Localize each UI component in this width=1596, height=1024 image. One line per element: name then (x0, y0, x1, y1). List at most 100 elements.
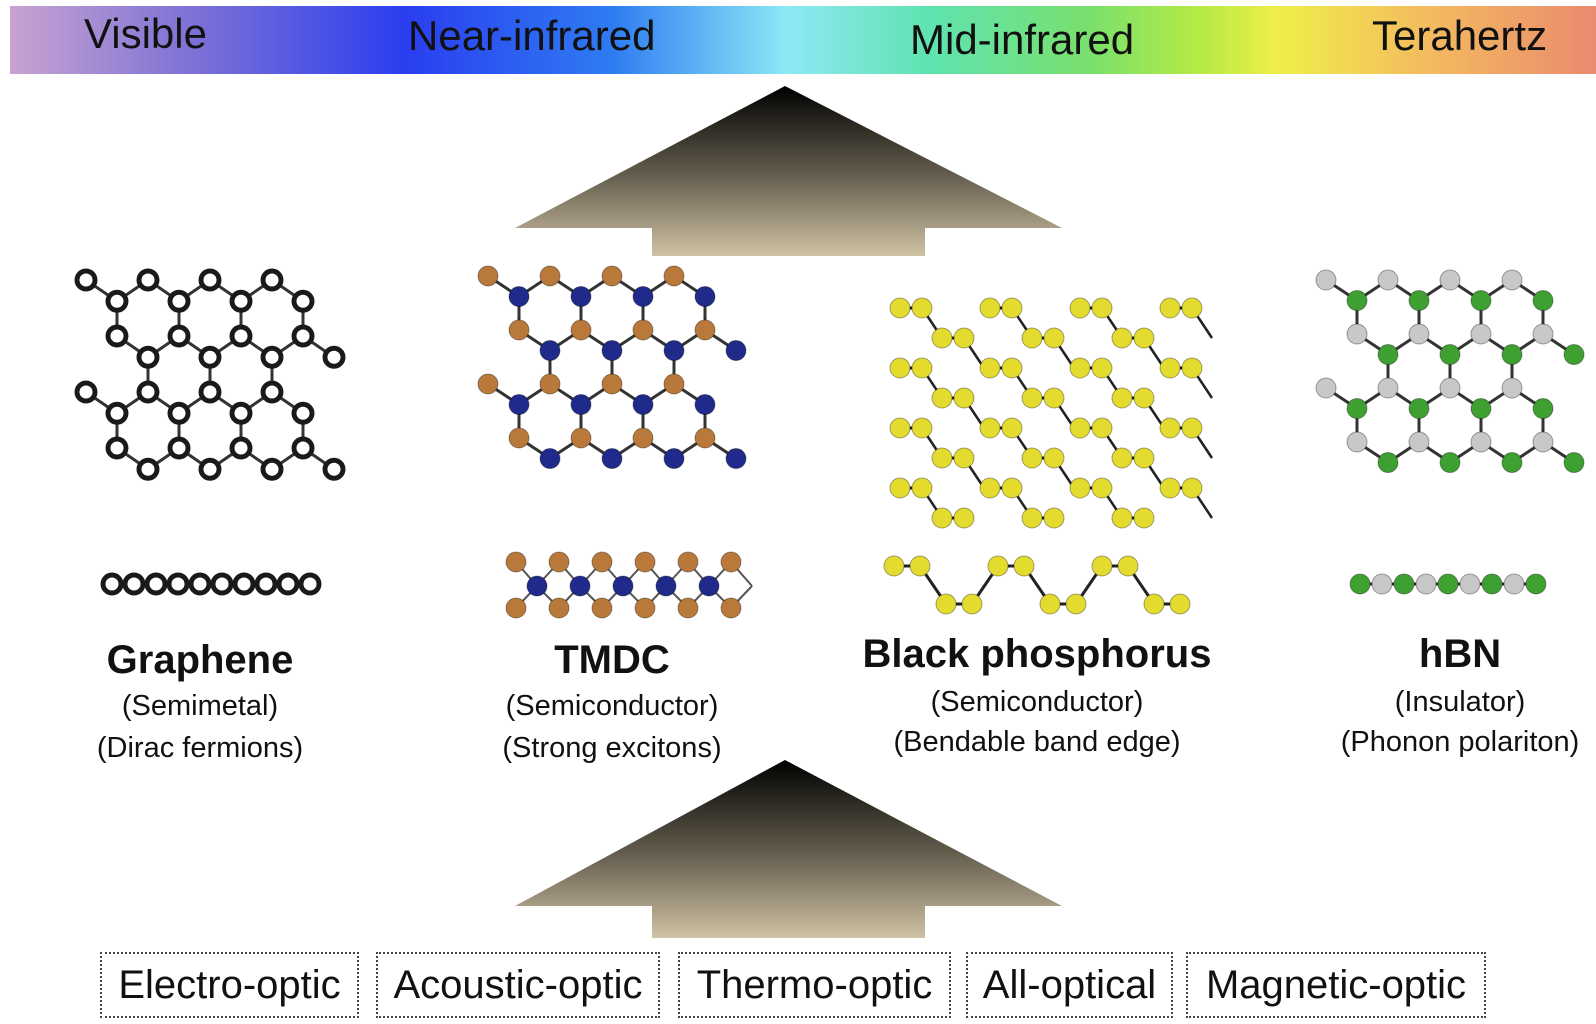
atom (1133, 327, 1155, 349)
atom (291, 436, 315, 460)
atom (1043, 507, 1065, 529)
atom (1408, 398, 1430, 420)
atom (570, 427, 592, 449)
atom (987, 555, 1009, 577)
atom (136, 457, 160, 481)
atom (136, 268, 160, 292)
atom (1532, 290, 1554, 312)
atom (889, 297, 911, 319)
atom (725, 448, 747, 470)
atom (1091, 417, 1113, 439)
atom (677, 597, 699, 619)
material-type-hbn: (Insulator) (1394, 686, 1526, 718)
atom (1470, 431, 1492, 453)
atom (1043, 327, 1065, 349)
atom (979, 477, 1001, 499)
atom (232, 572, 256, 596)
atom (663, 373, 685, 395)
atom (1039, 593, 1061, 615)
atom (74, 268, 98, 292)
atom (167, 324, 191, 348)
atom (889, 477, 911, 499)
atom (1371, 573, 1393, 595)
atom (889, 417, 911, 439)
atom (911, 477, 933, 499)
atom (1001, 477, 1023, 499)
atom (210, 572, 234, 596)
atom (1001, 297, 1023, 319)
atom (1043, 387, 1065, 409)
atom (1563, 452, 1585, 474)
atom (539, 448, 561, 470)
atom (229, 324, 253, 348)
atom (931, 507, 953, 529)
modulation-all-optical: All-optical (966, 952, 1173, 1018)
atom (291, 289, 315, 313)
atom (1408, 323, 1430, 345)
atom (1346, 398, 1368, 420)
atom (1111, 507, 1133, 529)
material-name-tmdc: TMDC (554, 638, 670, 682)
atom (1169, 593, 1191, 615)
atom (909, 555, 931, 577)
material-type-graphene: (Semimetal) (121, 690, 279, 722)
graphene-side-view (100, 572, 322, 596)
atom (1439, 269, 1461, 291)
atom (1181, 477, 1203, 499)
atom (1415, 573, 1437, 595)
atom (1470, 290, 1492, 312)
atom (505, 551, 527, 573)
atom (1470, 323, 1492, 345)
atom (591, 597, 613, 619)
atom (477, 373, 499, 395)
atom (1181, 297, 1203, 319)
atom (677, 551, 699, 573)
atom (720, 551, 742, 573)
atom (167, 436, 191, 460)
atom (1069, 417, 1091, 439)
atom (508, 319, 530, 341)
atom (1001, 357, 1023, 379)
atom (505, 597, 527, 619)
atom (260, 457, 284, 481)
atom (136, 380, 160, 404)
atom (1091, 357, 1113, 379)
atom (601, 373, 623, 395)
material-feature-tmdc: (Strong excitons) (502, 732, 722, 764)
atom (911, 297, 933, 319)
atom (322, 457, 346, 481)
atom (1069, 357, 1091, 379)
material-name-hbn: hBN (1418, 632, 1502, 676)
atom (1437, 573, 1459, 595)
atom (1563, 344, 1585, 366)
atom (1159, 477, 1181, 499)
atom (953, 327, 975, 349)
atom (136, 345, 160, 369)
atom (1091, 297, 1113, 319)
atom (663, 340, 685, 362)
atom (725, 340, 747, 362)
atom (1532, 431, 1554, 453)
atom (634, 551, 656, 573)
atom (1525, 573, 1547, 595)
material-name-black-phosphorus: Black phosphorus (862, 632, 1212, 676)
band-visible: Visible (84, 10, 207, 57)
band-mid-infrared: Mid-infrared (910, 16, 1135, 63)
modulation-thermo-optic: Thermo-optic (678, 952, 951, 1018)
atom (694, 286, 716, 308)
material-type-tmdc: (Semiconductor) (505, 690, 719, 722)
atom (935, 593, 957, 615)
atom (1501, 377, 1523, 399)
atom (601, 340, 623, 362)
atom (539, 340, 561, 362)
atom (1481, 573, 1503, 595)
atom (931, 327, 953, 349)
atom (570, 286, 592, 308)
atom (1315, 377, 1337, 399)
atom (508, 427, 530, 449)
atom (1117, 555, 1139, 577)
atom (1069, 477, 1091, 499)
atom (100, 572, 124, 596)
atom (1091, 477, 1113, 499)
